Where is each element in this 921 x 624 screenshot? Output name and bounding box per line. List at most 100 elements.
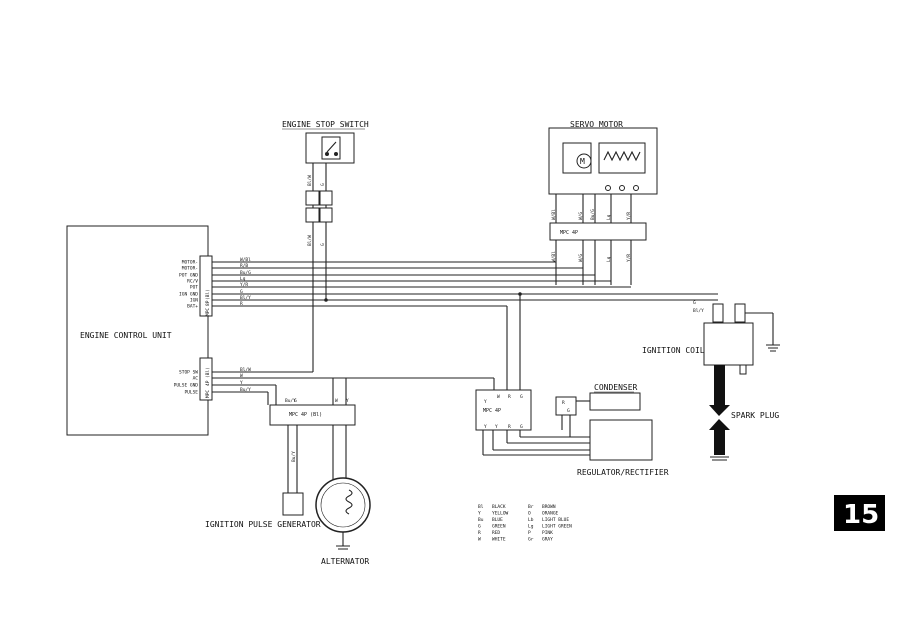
servo-wire-label: W/Bl — [551, 251, 557, 262]
color-code-name: YELLOW — [492, 511, 509, 517]
coil-wire-label: G — [693, 300, 696, 306]
ecu-connector-label: 4P — [205, 380, 211, 386]
color-code-abbr: P — [528, 530, 531, 536]
reg-wire-label: G — [520, 424, 523, 430]
servo-m-label: M — [580, 157, 585, 166]
ecu-pin-label: PULSE — [184, 390, 198, 396]
stator-connector-label: MPC 4P (Bl) — [289, 412, 322, 418]
engine-stop-switch-title: ENGINE STOP SWITCH — [282, 120, 369, 129]
regulator-rectifier: REGULATOR/RECTIFIER — [577, 419, 669, 477]
ignition-coil: G Bl/Y IGNITION COIL SPARK PLUG — [642, 300, 780, 461]
servo-wire-label: Lg — [606, 256, 612, 262]
engine-stop-switch: ENGINE STOP SWITCH Bl/W G Bl/W G — [282, 120, 369, 300]
engine-control-unit: ENGINE CONTROL UNIT (Bl) 8P MPC (Bl) 4P … — [66, 225, 213, 436]
condenser: CONDENSER R G — [555, 383, 641, 437]
harness-wire-label: Bu/Y — [240, 387, 251, 393]
spark-plug-title: SPARK PLUG — [731, 411, 779, 420]
pulse-wire-label: Bu/Y — [291, 451, 297, 462]
color-code-abbr: Bl — [478, 504, 484, 510]
color-code-abbr: G — [478, 524, 481, 530]
color-code-name: LIGHT BLUE — [542, 517, 569, 523]
color-code-name: RED — [492, 530, 500, 536]
harness-wire-label: W/Bl — [240, 257, 251, 263]
ecu-pin-label: POT — [190, 285, 198, 291]
alternator: ALTERNATOR — [315, 477, 371, 566]
harness-wire-label: Bl/Y — [240, 295, 251, 301]
ecu-pin-label: MOTOR- — [182, 260, 198, 266]
ecu-connector-label: MPC — [205, 390, 211, 398]
ecu-connector-label: (Bl) — [205, 289, 211, 300]
harness-wire-label: Bl/W — [240, 367, 251, 373]
reg-wire-label: Y — [484, 424, 487, 430]
color-code-name: ORANGE — [542, 511, 559, 517]
color-code-abbr: Gr — [528, 537, 534, 543]
ecu-pin-label: POT GND — [179, 273, 198, 279]
reg-wire-label: R — [508, 394, 511, 400]
reg-wire-label: Y — [484, 399, 487, 405]
ecu-pin-label: IGN GND — [179, 292, 198, 298]
ignition-pulse-generator: IGNITION PULSE GENERATOR — [205, 492, 321, 529]
ecu-title: ENGINE CONTROL UNIT — [80, 331, 172, 340]
harness-wire-label: Y — [240, 380, 243, 386]
reg-wire-label: W — [497, 394, 500, 400]
pulse-wire-label: Bu/Y — [285, 398, 296, 404]
pulse-generator-title: IGNITION PULSE GENERATOR — [205, 520, 321, 529]
harness-wire-label: W — [240, 373, 243, 379]
ecu-connector-label: 8P — [205, 300, 211, 306]
color-code-abbr: Y — [478, 511, 481, 517]
harness-wire-label: Lg — [240, 276, 246, 282]
alternator-title: ALTERNATOR — [321, 557, 369, 566]
color-code-abbr: Lb — [528, 517, 534, 523]
servo-motor-title: SERVO MOTOR — [570, 120, 623, 129]
reg-wire-label: R — [508, 424, 511, 430]
servo-wire-label: W/G — [578, 212, 584, 220]
color-code-abbr: Lg — [528, 524, 534, 530]
ecu-connector-label: (Bl) — [205, 367, 211, 378]
color-code-name: GREEN — [492, 524, 506, 530]
regulator-connector: Y W R G MPC 4P Y Y R G — [475, 389, 590, 456]
condenser-title: CONDENSER — [594, 383, 638, 392]
ignition-coil-title: IGNITION COIL — [642, 346, 705, 355]
servo-wire-label: Y/R — [626, 212, 632, 220]
harness-wire-label: Y/R — [240, 282, 248, 288]
switch-wire-label: Bl/W — [307, 175, 313, 186]
reg-wire-label: Y — [495, 424, 498, 430]
switch-wire-label: Bl/W — [307, 235, 313, 246]
color-code-abbr: Br — [528, 504, 534, 510]
color-code-abbr: O — [528, 511, 531, 517]
color-code-name: BLUE — [492, 517, 503, 523]
condenser-wire-label: G — [567, 408, 570, 414]
color-code-abbr: Bu — [478, 517, 484, 523]
reg-connector-label: MPC 4P — [483, 408, 501, 414]
servo-wire-label: Bu/G — [590, 209, 596, 220]
ecu-pin-label: MOTOR- — [182, 266, 198, 272]
servo-motor: SERVO MOTOR M W/Bl W/G Bu/G Lg Y/R MPC 4… — [548, 120, 658, 285]
servo-connector-label: MPC 4P — [560, 230, 578, 236]
ecu-pin-label: BAT+ — [187, 304, 198, 310]
color-code-name: BROWN — [542, 504, 556, 510]
page-number-badge: 15 — [834, 495, 885, 531]
color-code-name: BLACK — [492, 504, 506, 510]
ecu-pin-label: IGN — [190, 298, 198, 304]
reg-wire-label: G — [520, 394, 523, 400]
servo-wire-label: Y/R — [626, 254, 632, 262]
harness-wire-label: G — [240, 289, 243, 295]
regulator-title: REGULATOR/RECTIFIER — [577, 468, 669, 477]
stator-connector: MPC 4P (Bl) Bu/Y G W Y Bu/Y — [269, 398, 356, 493]
color-code-name: PINK — [542, 530, 553, 536]
harness-wire-label: Bu/G — [240, 270, 251, 276]
ecu-pin-label: RC/V — [187, 279, 198, 285]
harness-wire-label: R — [240, 301, 243, 307]
color-code-name: LIGHT GREEN — [542, 524, 572, 530]
page-number: 15 — [843, 500, 879, 530]
ecu-pin-label: PULSE GND — [174, 383, 199, 389]
pulse-wire-label: W — [335, 398, 338, 404]
switch-wire-label: G — [320, 183, 326, 186]
ecu-pin-label: STOP SW — [179, 370, 198, 376]
harness-wire-label: R/B — [240, 263, 248, 269]
condenser-wire-label: R — [562, 400, 565, 406]
servo-wire-label: W/G — [578, 254, 584, 262]
pulse-wire-label: G — [294, 398, 297, 404]
